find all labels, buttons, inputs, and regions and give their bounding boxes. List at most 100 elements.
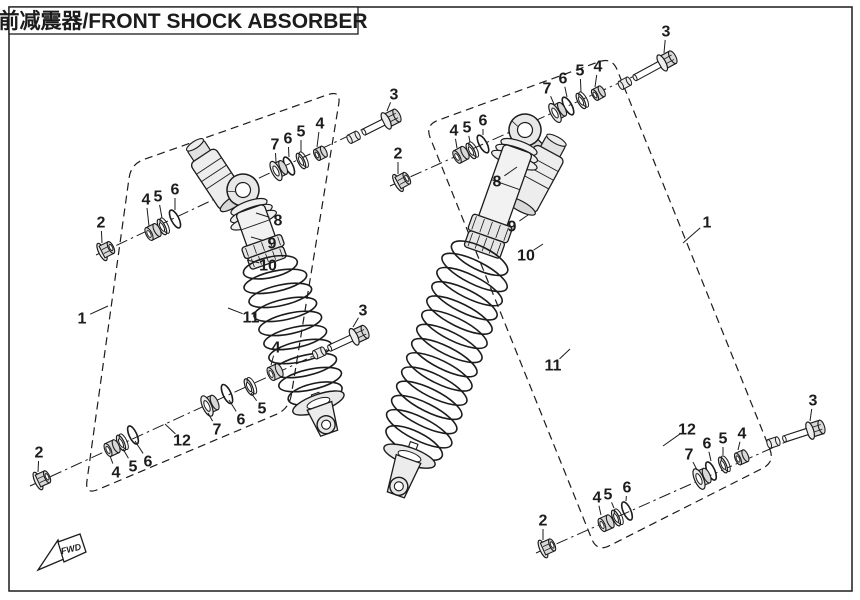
leader-line [454,138,458,149]
spacer-body-face [152,223,162,237]
bolt-head-face [667,50,678,65]
part-number-label: 2 [97,215,106,232]
reservoir-cap-top [185,138,205,152]
page-frame [8,6,853,592]
nut-hole [549,541,555,549]
o-ring [168,209,182,229]
part-number-label: 4 [738,426,747,443]
part-washer [575,91,590,110]
nut-hole [44,473,50,481]
adjuster-notch [245,247,249,257]
spring-coil [390,394,458,435]
leader-line [809,408,813,422]
part-number-label: 1 [703,215,712,232]
bolt-tip [782,435,787,443]
part-number-label: 7 [271,137,280,154]
part-number-label: 5 [154,189,163,206]
part-number-label: 6 [171,182,180,199]
washer-hole [577,96,585,106]
part-bolt [766,419,826,449]
part-number-label: 5 [719,431,728,448]
spring-coil [415,323,483,364]
reservoir-band [196,157,222,175]
part-oring [620,501,634,521]
leader-line [37,460,40,473]
adjuster-notch [479,218,485,233]
leader-line [270,355,275,366]
leader-line [550,96,555,105]
part-number-label: 5 [258,401,267,418]
part-number-label: 9 [268,236,277,253]
bushing-body-face [556,101,568,117]
spacer-hole [105,446,111,454]
bolt-tip [361,128,367,136]
leader-line [109,455,114,464]
leader-line [737,441,741,451]
part-number-label: 7 [685,447,694,464]
part-number-label: 6 [623,480,632,497]
top-eye-chamfer [227,190,236,193]
leader-line [250,392,258,402]
spring-coil [242,254,299,280]
leader-line [611,502,615,509]
nut-hole [108,243,114,252]
bushing-hole [272,165,280,177]
leader-line [246,259,260,264]
part-number-label: 12 [678,422,696,439]
spacer-body-face [460,145,470,160]
fwd-plate-icon [57,533,87,563]
spacer-body-face [741,449,750,463]
part-number-label: 9 [508,219,517,236]
part-number-label: 1 [78,311,87,328]
leader-line [559,348,571,360]
part-number-label: 6 [144,454,153,471]
leader-line [504,166,518,177]
part-number-label: 5 [576,63,585,80]
spring-coil [441,252,508,293]
part-number-label: 11 [545,358,562,375]
leader-line [122,448,129,459]
spacer-hole [454,153,460,161]
part-number-label: 5 [463,120,472,137]
part-number-label: 6 [559,71,568,88]
part-bigbush [200,394,220,417]
spring-coil [410,337,478,378]
part-number-label: 5 [297,124,306,141]
spacer-body-face [597,85,606,98]
mounting-axis-line [535,427,818,554]
washer-hole [720,460,726,470]
part-number-label: 10 [517,248,535,265]
spacer-hole [268,370,274,378]
part-number-label: 6 [703,436,712,453]
part-number-label: 4 [112,465,121,482]
leader-line [682,227,701,244]
title-block: 前减震器/FRONT SHOCK ABSORBER [0,6,368,35]
part-number-label: 5 [129,459,138,476]
part-number-label: 2 [35,445,44,462]
bolt-tip [632,74,638,82]
leader-line [662,433,680,447]
bolt-head-face [392,108,402,123]
bolt-sleeve-face [625,76,633,86]
damper-body-line [491,179,520,191]
leader-line [250,236,264,242]
adjuster-notch [503,227,509,241]
part-nut [32,470,52,491]
part-oring [168,209,182,229]
spacer-hole [146,230,152,238]
o-ring [620,501,634,521]
reservoir-band [201,164,227,183]
adjuster-notch [495,224,501,239]
part-number-label: 4 [316,116,325,133]
bushing-body-face [278,160,289,175]
bolt-head-face [360,324,370,339]
adjuster-notch [495,242,502,257]
part-number-label: 12 [173,433,191,450]
spring-coil [248,282,313,309]
part-number-label: 3 [662,24,671,41]
washer-hole [297,156,305,166]
